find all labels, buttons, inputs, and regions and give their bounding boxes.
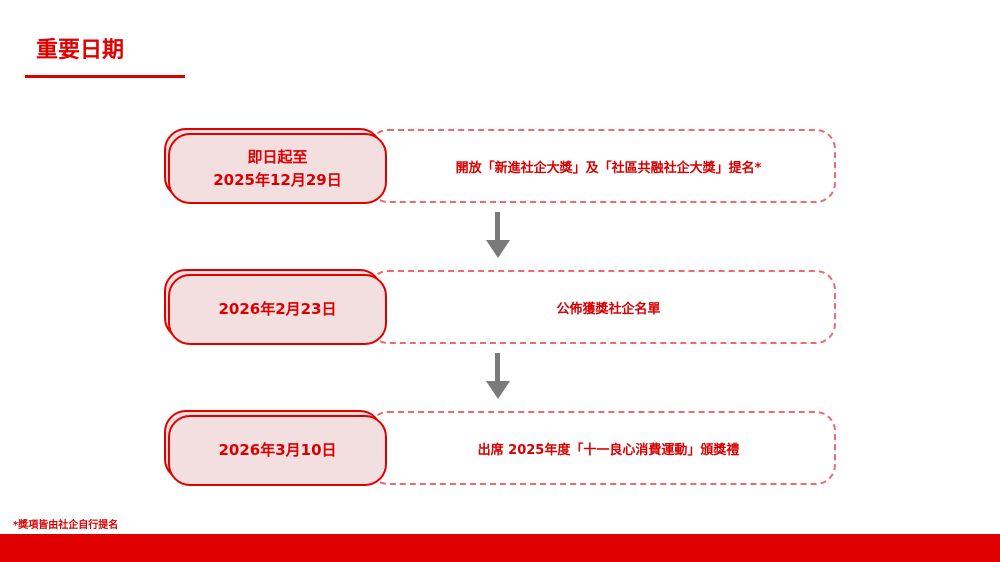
date-text: 2026年2月23日 bbox=[218, 300, 337, 318]
footnote: *獎項皆由社企自行提名 bbox=[13, 520, 119, 531]
date-pill: 2026年2月23日 bbox=[168, 274, 387, 345]
timeline-item-3: 2026年3月10日 出席 2025年度「十一良心消費運動」頒獎禮 bbox=[163, 410, 838, 486]
date-text: 即日起至 bbox=[247, 147, 308, 166]
description-text: 出席 2025年度「十一良心消費運動」頒獎禮 bbox=[477, 442, 740, 458]
timeline-item-1: 即日起至 2025年12月29日 開放「新進社企大獎」及「社區共融社企大獎」提名* bbox=[163, 128, 838, 204]
date-text: 2025年12月29日 bbox=[213, 170, 342, 189]
title-underline bbox=[25, 75, 185, 78]
page-title: 重要日期 bbox=[36, 38, 125, 63]
date-pill: 即日起至 2025年12月29日 bbox=[168, 133, 387, 204]
footer-bar bbox=[0, 534, 1000, 562]
description-text: 公佈獲獎社企名單 bbox=[556, 301, 661, 317]
timeline-item-2: 2026年2月23日 公佈獲獎社企名單 bbox=[163, 269, 838, 345]
date-text: 2026年3月10日 bbox=[218, 441, 337, 459]
date-pill: 2026年3月10日 bbox=[168, 415, 387, 486]
description-text: 開放「新進社企大獎」及「社區共融社企大獎」提名* bbox=[455, 160, 762, 176]
